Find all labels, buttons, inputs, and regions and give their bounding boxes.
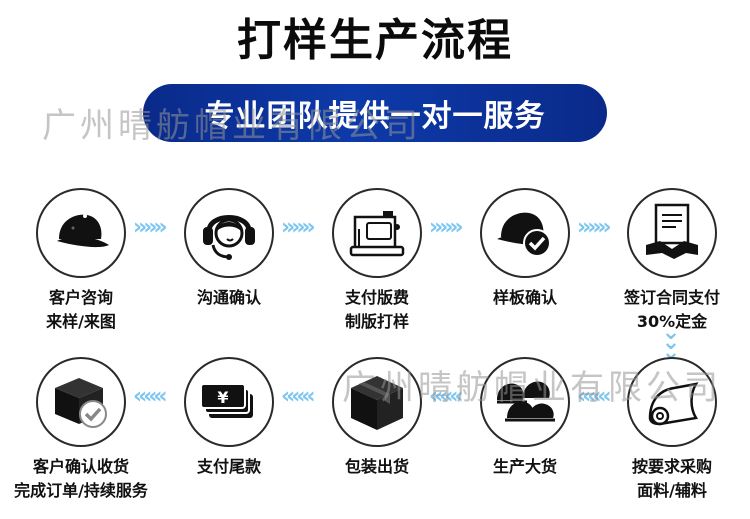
- step-label-line1: 签订合同支付: [623, 288, 720, 307]
- step-circle: [480, 188, 570, 278]
- step-label-line2: 完成订单/持续服务: [14, 481, 148, 500]
- step-label-line1: 按要求采购: [631, 457, 712, 476]
- step-purchase-materials: 按要求采购 面料/辅料: [597, 357, 747, 503]
- step-label-line2: 30%定金: [636, 312, 708, 331]
- svg-text:¥: ¥: [217, 388, 228, 407]
- cap-checkmark-icon: [497, 212, 551, 257]
- cash-payment-icon: ¥: [200, 383, 253, 418]
- contract-handshake-icon: [646, 203, 698, 259]
- step-sign-contract: 签订合同支付 30%定金: [597, 188, 747, 334]
- step-label-line1: 支付尾款: [196, 457, 261, 476]
- step-circle: [332, 188, 422, 278]
- arrow-right: »»»: [133, 215, 168, 240]
- step-label-line1: 包装出货: [344, 457, 409, 476]
- step-circle: [627, 188, 717, 278]
- step-circle: [184, 188, 274, 278]
- step-mass-production: 生产大货: [450, 357, 600, 479]
- banner-text: 专业团队提供一对一服务: [204, 99, 546, 134]
- step-communicate-confirm: 沟通确认: [154, 188, 304, 310]
- step-sample-confirm: 样板确认: [450, 188, 600, 310]
- arrow-left: «««: [133, 384, 168, 409]
- headset-agent-icon: [203, 215, 255, 260]
- step-circle: [36, 188, 126, 278]
- arrow-right: »»»: [429, 215, 464, 240]
- sewing-machine-icon: [349, 211, 405, 257]
- step-confirm-receipt: 客户确认收货 完成订单/持续服务: [6, 357, 156, 503]
- step-label-line1: 生产大货: [492, 457, 557, 476]
- step-circle: [480, 357, 570, 447]
- arrow-right: »»»: [577, 215, 612, 240]
- service-banner: 专业团队提供一对一服务: [143, 84, 607, 142]
- baseball-cap-icon: [57, 214, 109, 248]
- arrow-down: ⌄ ⌄ ⌄: [661, 322, 681, 364]
- arrow-left: «««: [577, 384, 612, 409]
- step-circle: [36, 357, 126, 447]
- step-circle: ¥: [184, 357, 274, 447]
- arrow-left: «««: [429, 384, 464, 409]
- fabric-roll-icon: [648, 382, 699, 426]
- step-label-line1: 样板确认: [492, 288, 557, 307]
- caps-stack-icon: [497, 381, 555, 422]
- step-circle: [332, 357, 422, 447]
- arrow-left: «««: [281, 384, 316, 409]
- package-box-icon: [351, 376, 403, 430]
- step-label-line2: 制版打样: [344, 312, 409, 331]
- step-label-line2: 面料/辅料: [637, 481, 707, 500]
- step-label-line1: 沟通确认: [196, 288, 261, 307]
- step-customer-inquiry: 客户咨询 来样/来图: [6, 188, 156, 334]
- step-pack-ship: 包装出货: [302, 357, 452, 479]
- step-label-line2: 来样/来图: [46, 312, 116, 331]
- step-pay-sample-fee: 支付版费 制版打样: [302, 188, 452, 334]
- step-pay-balance: ¥ 支付尾款: [154, 357, 304, 479]
- box-checkmark-icon: [55, 378, 107, 428]
- step-label-line1: 客户确认收货: [32, 457, 129, 476]
- step-label-line1: 支付版费: [344, 288, 409, 307]
- step-circle: [627, 357, 717, 447]
- step-label-line1: 客户咨询: [48, 288, 113, 307]
- arrow-right: »»»: [281, 215, 316, 240]
- page-title: 打样生产流程: [237, 15, 513, 66]
